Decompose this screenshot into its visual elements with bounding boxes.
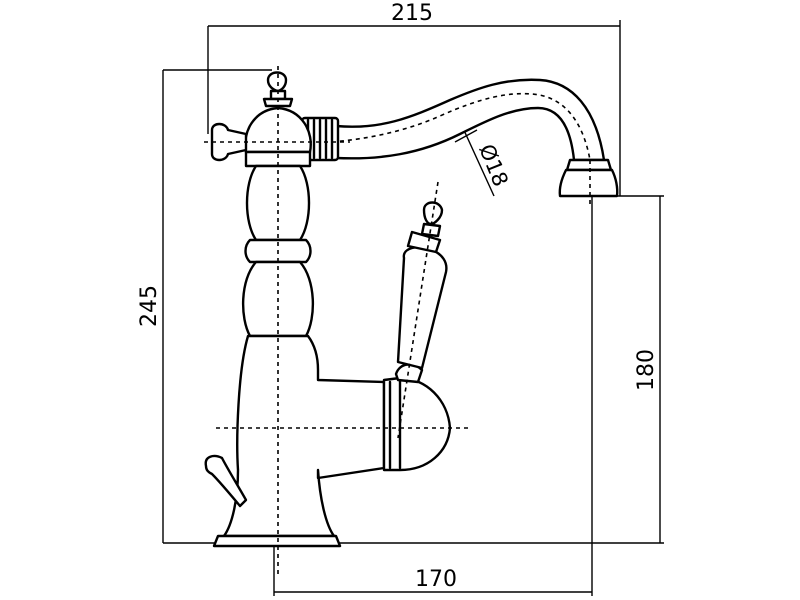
dimension-170-label: 170	[415, 567, 457, 592]
dimension-180: 180	[330, 195, 664, 544]
dimension-245: 245	[137, 69, 272, 544]
dimension-215-label: 215	[391, 1, 433, 26]
lever-handle-icon	[396, 246, 448, 370]
faucet-outline	[204, 66, 619, 578]
aerator-icon	[565, 158, 613, 172]
spout-icon	[334, 78, 606, 162]
dimension-170: 170	[273, 196, 593, 596]
dimension-215: 215	[207, 1, 621, 196]
mixer-housing-icon	[382, 376, 452, 472]
finial-icon	[266, 71, 288, 93]
dimension-245-label: 245	[137, 285, 162, 327]
drain-lever-icon	[204, 454, 248, 508]
faucet-body-icon	[222, 334, 386, 538]
dimension-180-label: 180	[634, 349, 659, 391]
